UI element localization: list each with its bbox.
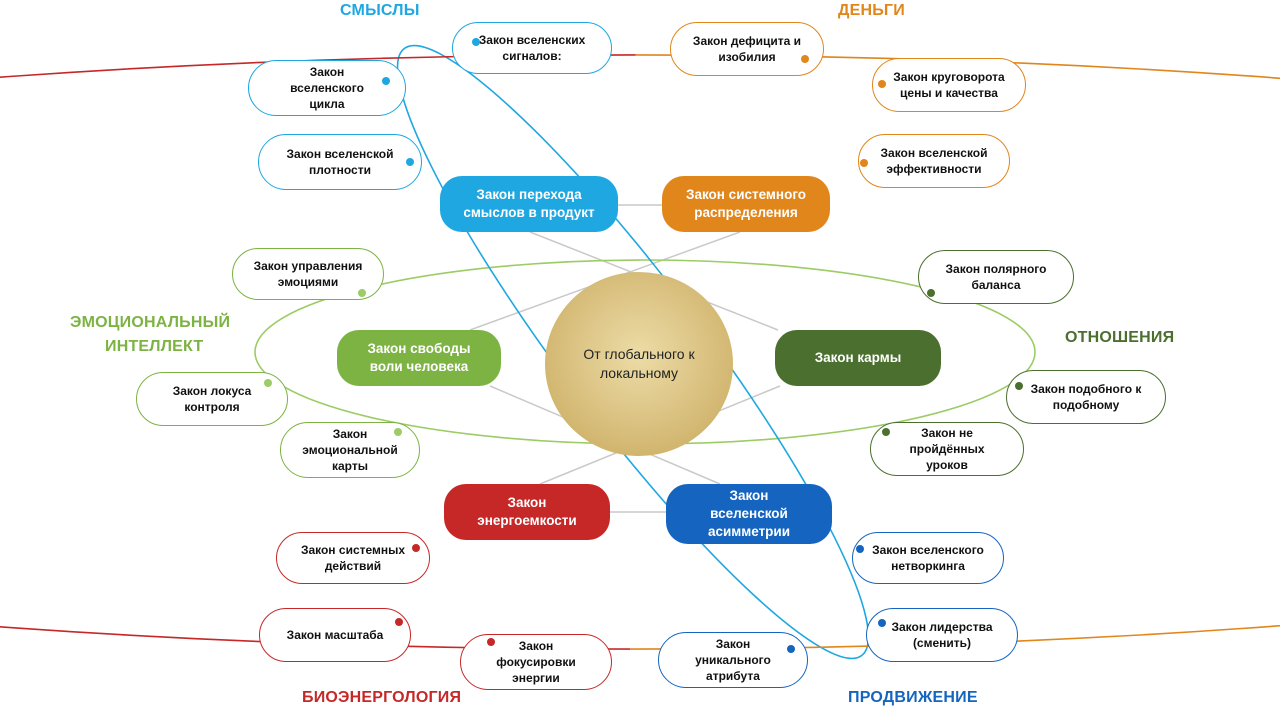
law-efficiency[interactable]: Закон вселенской эффективности	[858, 134, 1010, 188]
dot-polar	[927, 289, 935, 297]
law-circulation[interactable]: Закон круговорота цены и качества	[872, 58, 1026, 112]
category-smysly: СМЫСЛЫ	[340, 2, 420, 19]
law-focus[interactable]: Закон фокусировки энергии	[460, 634, 612, 690]
main-law-otnosheniya[interactable]: Закон кармы	[775, 330, 941, 386]
category-dengi: ДЕНЬГИ	[838, 2, 905, 19]
law-density-label: Закон вселенской плотности	[286, 146, 394, 177]
dot-emomap	[394, 428, 402, 436]
dot-networking	[856, 545, 864, 553]
law-leadership[interactable]: Закон лидерства (сменить)	[866, 608, 1018, 662]
law-cycle-label: Закон вселенского цикла	[290, 64, 364, 112]
dot-deficit	[801, 55, 809, 63]
main-law-dengi-label: Закон системного распределения	[685, 186, 807, 220]
dot-focus	[487, 638, 495, 646]
law-signals[interactable]: Закон вселенских сигналов:	[452, 22, 612, 74]
law-polar[interactable]: Закон полярного баланса	[918, 250, 1074, 304]
main-law-dengi[interactable]: Закон системного распределения	[662, 176, 830, 232]
law-unique[interactable]: Закон уникального атрибута	[658, 632, 808, 688]
dot-locus	[264, 379, 272, 387]
category-bioenergologiya: БИОЭНЕРГОЛОГИЯ	[302, 689, 462, 706]
dot-signals	[472, 38, 480, 46]
category-prodvizhenie: ПРОДВИЖЕНИЕ	[848, 689, 978, 706]
law-sysactions[interactable]: Закон системных действий	[276, 532, 430, 584]
dot-sysactions	[412, 544, 420, 552]
center-label: От глобального к локальному	[583, 346, 695, 381]
dot-leadership	[878, 619, 886, 627]
main-law-bio-label: Закон энергоемкости	[477, 494, 577, 528]
law-cycle[interactable]: Закон вселенского цикла	[248, 60, 406, 116]
law-deficit[interactable]: Закон дефицита и изобилия	[670, 22, 824, 76]
main-law-prod-label: Закон вселенской асимметрии	[707, 487, 791, 540]
law-sysactions-label: Закон системных действий	[300, 542, 406, 573]
dot-efficiency	[860, 159, 868, 167]
dot-circulation	[878, 80, 886, 88]
law-locus[interactable]: Закон локуса контроля	[136, 372, 288, 426]
law-emomap-label: Закон эмоциональной карты	[302, 426, 398, 474]
law-deficit-label: Закон дефицита и изобилия	[692, 33, 802, 64]
law-emotions-label: Закон управления эмоциями	[253, 258, 363, 289]
law-scale-label: Закон масштаба	[286, 627, 384, 642]
law-efficiency-label: Закон вселенской эффективности	[880, 145, 988, 176]
law-leadership-label: Закон лидерства (сменить)	[891, 619, 993, 650]
law-scale[interactable]: Закон масштаба	[259, 608, 411, 662]
law-signals-label: Закон вселенских сигналов:	[478, 32, 586, 63]
law-similar-label: Закон подобного к подобному	[1030, 381, 1142, 412]
dot-cycle	[382, 77, 390, 85]
main-law-smysly-label: Закон перехода смыслов в продукт	[463, 186, 595, 220]
main-law-otnosheniya-label: Закон кармы	[814, 349, 902, 365]
category-ei-line1: ЭМОЦИОНАЛЬНЫЙ	[70, 314, 231, 331]
law-polar-label: Закон полярного баланса	[945, 261, 1047, 292]
center-circle[interactable]: От глобального к локальному	[545, 272, 733, 456]
law-networking-label: Закон вселенского нетворкинга	[872, 542, 984, 573]
main-law-bio[interactable]: Закон энергоемкости	[444, 484, 610, 540]
dot-density	[406, 158, 414, 166]
dot-lessons	[882, 428, 890, 436]
dot-emotions	[358, 289, 366, 297]
main-law-prod[interactable]: Закон вселенской асимметрии	[666, 484, 832, 544]
category-otnosheniya: ОТНОШЕНИЯ	[1065, 329, 1175, 346]
law-focus-label: Закон фокусировки энергии	[496, 638, 576, 686]
dot-unique	[787, 645, 795, 653]
main-law-smysly[interactable]: Закон перехода смыслов в продукт	[440, 176, 618, 232]
category-ei-line2: ИНТЕЛЛЕКТ	[105, 338, 204, 355]
law-similar[interactable]: Закон подобного к подобному	[1006, 370, 1166, 424]
main-law-ei[interactable]: Закон свободы воли человека	[337, 330, 501, 386]
law-locus-label: Закон локуса контроля	[172, 383, 252, 414]
main-law-ei-label: Закон свободы воли человека	[367, 340, 471, 374]
law-unique-label: Закон уникального атрибута	[695, 636, 771, 684]
law-lessons-label: Закон не пройдённых уроков	[909, 425, 985, 473]
dot-scale	[395, 618, 403, 626]
law-networking[interactable]: Закон вселенского нетворкинга	[852, 532, 1004, 584]
dot-similar	[1015, 382, 1023, 390]
law-lessons[interactable]: Закон не пройдённых уроков	[870, 422, 1024, 476]
law-density[interactable]: Закон вселенской плотности	[258, 134, 422, 190]
law-circulation-label: Закон круговорота цены и качества	[893, 69, 1005, 100]
